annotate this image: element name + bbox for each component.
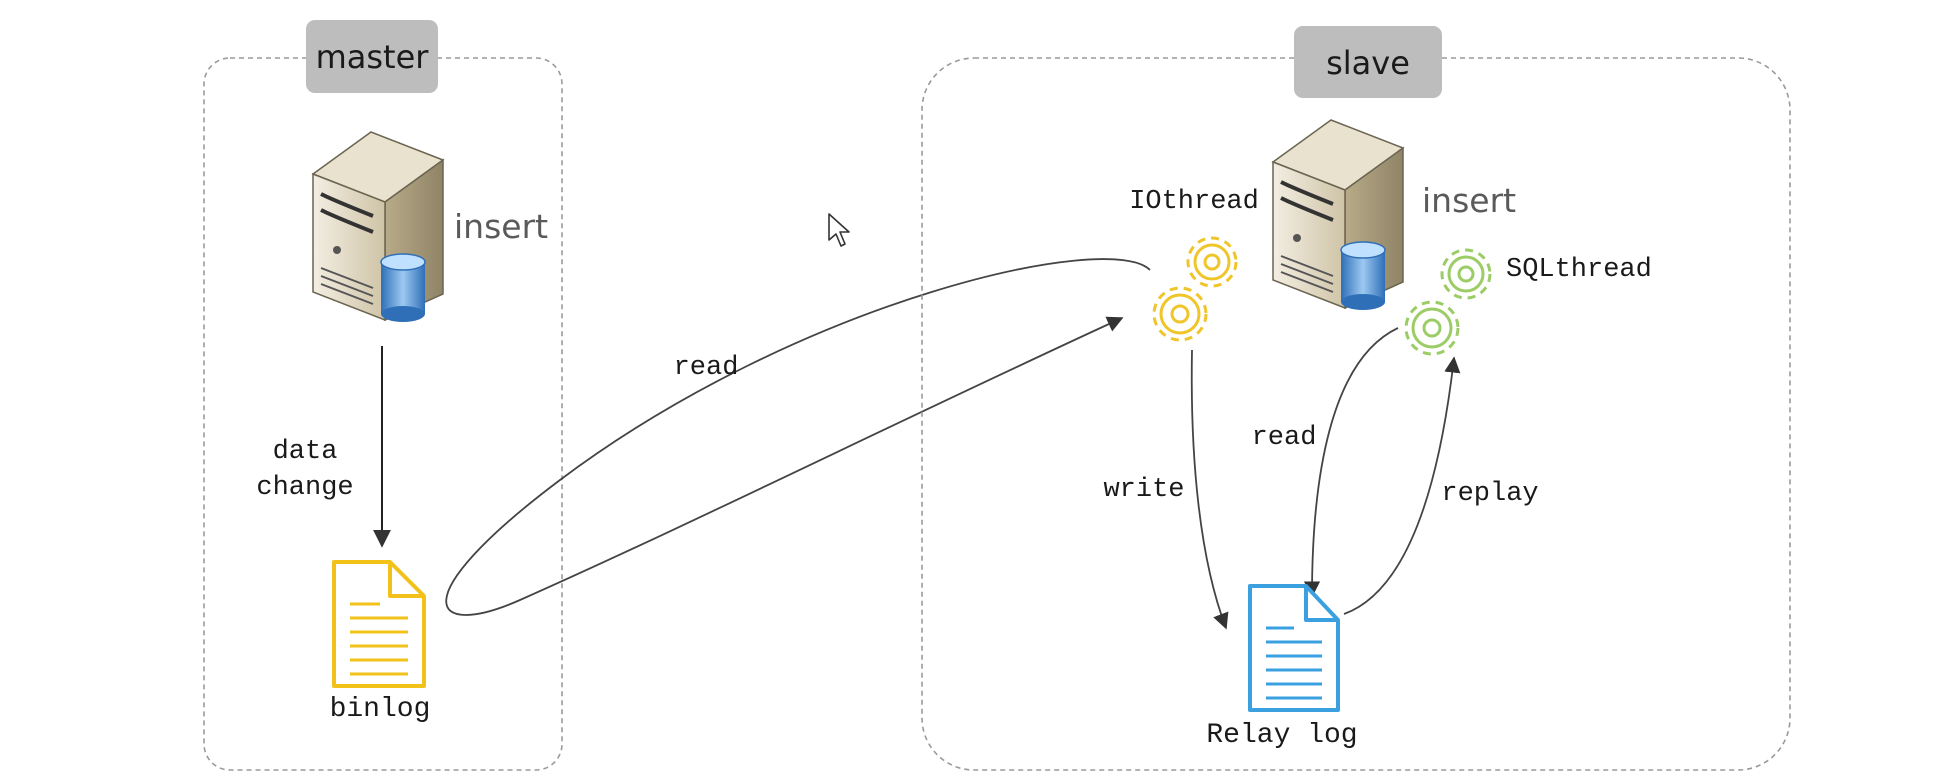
binlog-document-icon [332, 560, 426, 688]
write-arrow [1190, 349, 1229, 630]
master-server-label: insert [454, 207, 548, 246]
master-group: master insert data change [203, 20, 563, 771]
replay-label: replay [1441, 479, 1538, 509]
master-server-icon [311, 131, 445, 322]
sql-read-label: read [1252, 423, 1317, 453]
binlog-label: binlog [330, 694, 431, 725]
slave-badge [1294, 26, 1442, 98]
slave-group: slave insert [921, 26, 1791, 771]
master-title: master [316, 38, 430, 76]
slave-title: slave [1326, 44, 1410, 82]
data-change-label-line2: change [256, 473, 353, 503]
mouse-cursor-icon [828, 213, 850, 247]
sql-read-arrow [1303, 327, 1399, 598]
relay-log-document-icon [1248, 584, 1340, 712]
slave-server-label: insert [1422, 181, 1516, 220]
write-label: write [1103, 475, 1184, 505]
relay-log-label: Relay log [1206, 720, 1357, 751]
sql-thread-label: SQLthread [1506, 255, 1652, 285]
master-badge [306, 20, 438, 93]
read-label-master: read [674, 353, 739, 383]
io-thread-label: IOthread [1129, 187, 1259, 217]
slave-server-icon [1271, 119, 1405, 310]
data-change-label-line1: data [273, 437, 338, 467]
read-loop-arrow [445, 258, 1151, 616]
replay-arrow [1343, 356, 1461, 615]
sql-thread-gears-icon [1404, 248, 1492, 356]
io-thread-gears-icon [1152, 236, 1238, 342]
